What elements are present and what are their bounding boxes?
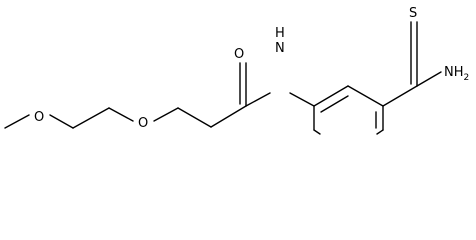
ring-bond-6 xyxy=(376,129,384,135)
ring-bond-2 xyxy=(347,85,384,107)
atom-amine-nh: NH xyxy=(444,65,464,80)
atom-amine: NH2 xyxy=(444,65,469,83)
bond-c4-c3 xyxy=(177,107,212,128)
atom-carbonyl-o: O xyxy=(234,47,244,62)
bond-thio-nh2 xyxy=(416,71,442,87)
bond-n-ring xyxy=(289,92,315,107)
ring-bond-5 xyxy=(313,129,321,135)
atom-amine-subscript: 2 xyxy=(464,73,470,83)
ring-inner-1 xyxy=(320,95,349,113)
bond-c3-c2 xyxy=(210,105,247,128)
bond-methyl-o xyxy=(4,114,30,129)
bonds xyxy=(4,21,442,135)
bond-ch2-ether-o xyxy=(108,107,134,122)
atom-amide-n: N xyxy=(275,41,285,56)
atom-amide-h: H xyxy=(275,26,285,41)
atom-thio-s: S xyxy=(409,6,417,21)
bond-o-ch2 xyxy=(49,114,74,129)
ring-bond-1 xyxy=(313,85,349,107)
bond-ch2-ch2 xyxy=(72,107,110,129)
bond-ring-thioamide xyxy=(382,85,418,107)
molecule-structure: O O O H N S NH2 xyxy=(4,6,469,135)
atom-labels: O O O H N S NH2 xyxy=(34,6,469,131)
bond-ether-o-ch2 xyxy=(153,107,179,122)
atom-ether-o: O xyxy=(138,116,148,131)
atom-methoxy-o: O xyxy=(34,110,44,125)
bond-carbonyl-n xyxy=(245,92,271,107)
structure-canvas: O O O H N S NH2 xyxy=(4,6,469,135)
